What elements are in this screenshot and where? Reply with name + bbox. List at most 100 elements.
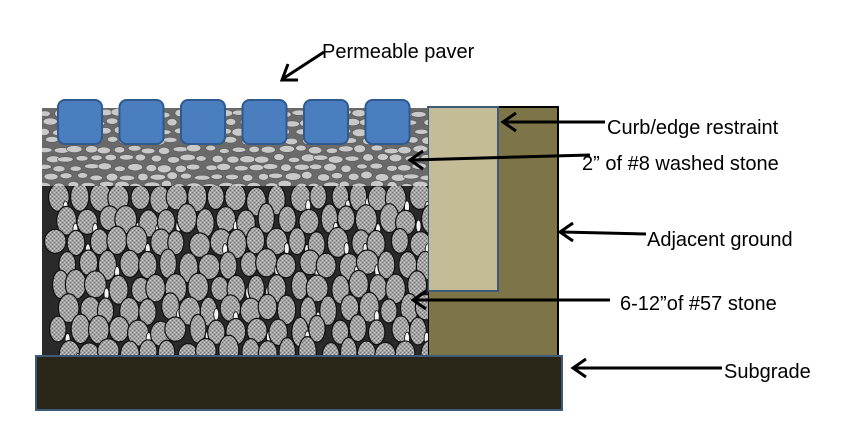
washed-stone-layer xyxy=(42,108,428,188)
washed-stone-pebble xyxy=(69,165,82,172)
washed-stone-pebble xyxy=(42,164,52,170)
large-stone xyxy=(308,314,326,343)
washed-stone-pebble xyxy=(42,147,53,154)
washed-stone-pebble xyxy=(166,156,180,164)
washed-stone-pebble xyxy=(163,137,178,143)
washed-stone-pebble xyxy=(351,109,367,118)
large-stone xyxy=(408,186,428,210)
paver-block xyxy=(303,99,349,145)
label-adjacent-ground: Adjacent ground xyxy=(647,229,793,251)
washed-stone-pebble xyxy=(268,172,284,179)
washed-stone-pebble xyxy=(42,110,51,117)
large-stone xyxy=(348,269,369,299)
washed-stone-pebble xyxy=(42,117,58,126)
washed-stone-pebble xyxy=(280,163,292,172)
washed-stone-pebble xyxy=(226,155,240,164)
washed-stone-pebble xyxy=(248,164,265,171)
washed-stone-pebble xyxy=(258,173,269,181)
large-stone xyxy=(348,314,367,343)
large-stone xyxy=(290,270,309,301)
washed-stone-pebble xyxy=(225,118,237,126)
large-stone xyxy=(319,295,338,327)
stone-57-arrow-head xyxy=(410,289,427,311)
washed-stone-pebble xyxy=(218,148,230,154)
washed-stone-pebble xyxy=(287,157,301,163)
washed-stone-pebble xyxy=(157,164,172,174)
large-stone xyxy=(83,270,107,299)
paver-block xyxy=(364,99,411,145)
washed-stone-pebble xyxy=(105,117,119,125)
washed-stone-pebble xyxy=(356,163,368,170)
washed-stone-pebble xyxy=(248,145,260,153)
large-stone xyxy=(167,229,185,256)
washed-stone-pebble xyxy=(193,174,211,181)
large-stone xyxy=(218,334,240,356)
stone-57-layer xyxy=(42,186,428,356)
washed-stone-arrow-head xyxy=(407,149,424,171)
large-stone xyxy=(207,319,226,345)
large-stone xyxy=(257,340,278,356)
washed-stone-pebble xyxy=(211,154,224,163)
washed-stone-pebble xyxy=(66,145,83,153)
large-stone xyxy=(394,340,416,356)
large-stone xyxy=(367,319,386,346)
washed-stone-pebble xyxy=(325,147,338,154)
washed-stone-pebble xyxy=(107,136,119,143)
paver-block xyxy=(57,99,103,145)
washed-stone-pebble xyxy=(414,128,428,135)
annotation-arrows xyxy=(279,50,722,379)
washed-stone-pebble xyxy=(174,164,187,173)
large-stone xyxy=(245,226,266,255)
large-stone xyxy=(408,316,427,346)
washed-stone-pebble xyxy=(114,165,126,172)
large-stone xyxy=(377,250,396,280)
washed-stone-pebble xyxy=(137,172,149,182)
washed-stone-pebble xyxy=(172,146,189,153)
label-subgrade: Subgrade xyxy=(724,361,811,383)
large-stone xyxy=(276,294,297,326)
large-stone xyxy=(138,339,158,356)
washed-stone-pebble xyxy=(376,153,389,161)
curb-edge-restraint-block xyxy=(427,106,499,292)
washed-stone-pebble xyxy=(90,154,103,161)
large-stone xyxy=(96,338,120,356)
washed-stone-pebble xyxy=(397,164,412,172)
washed-stone-pebble xyxy=(375,173,390,182)
washed-stone-pebble xyxy=(104,153,117,162)
label-curb-edge-restraint: Curb/edge restraint xyxy=(607,117,779,139)
washed-stone-pebble xyxy=(312,154,329,161)
large-stone xyxy=(108,315,130,343)
stone-highlight xyxy=(213,308,220,321)
large-stone xyxy=(420,204,428,234)
washed-stone-pebble xyxy=(330,172,343,180)
washed-stone-pebble xyxy=(410,111,427,118)
washed-stone-arrow xyxy=(411,153,591,162)
washed-stone-pebble xyxy=(127,163,143,172)
large-stone xyxy=(275,252,297,279)
washed-stone-pebble xyxy=(347,172,360,181)
washed-stone-pebble xyxy=(205,144,217,152)
washed-stone-pebble xyxy=(419,174,428,181)
washed-stone-pebble xyxy=(205,164,218,171)
large-stone xyxy=(337,205,356,232)
large-stone xyxy=(187,272,210,302)
washed-stone-pebble xyxy=(421,136,428,145)
large-stone xyxy=(66,229,86,257)
large-stone xyxy=(326,226,349,258)
paver-arrow-head xyxy=(279,63,298,82)
washed-stone-pebble xyxy=(323,163,337,172)
large-stone xyxy=(219,251,238,280)
washed-stone-pebble xyxy=(239,155,256,164)
large-stone xyxy=(340,294,360,322)
large-stone xyxy=(130,186,151,211)
washed-stone-pebble xyxy=(127,145,142,152)
subgrade-block xyxy=(35,355,563,411)
washed-stone-pebble xyxy=(383,147,400,155)
washed-stone-pebble xyxy=(216,163,231,171)
washed-stone-pebble xyxy=(84,163,100,170)
washed-stone-pebble xyxy=(370,144,384,152)
washed-stone-pebble xyxy=(360,170,373,180)
large-stone xyxy=(224,186,247,212)
curb-arrow-head xyxy=(500,111,517,133)
washed-stone-pebble xyxy=(105,172,119,182)
